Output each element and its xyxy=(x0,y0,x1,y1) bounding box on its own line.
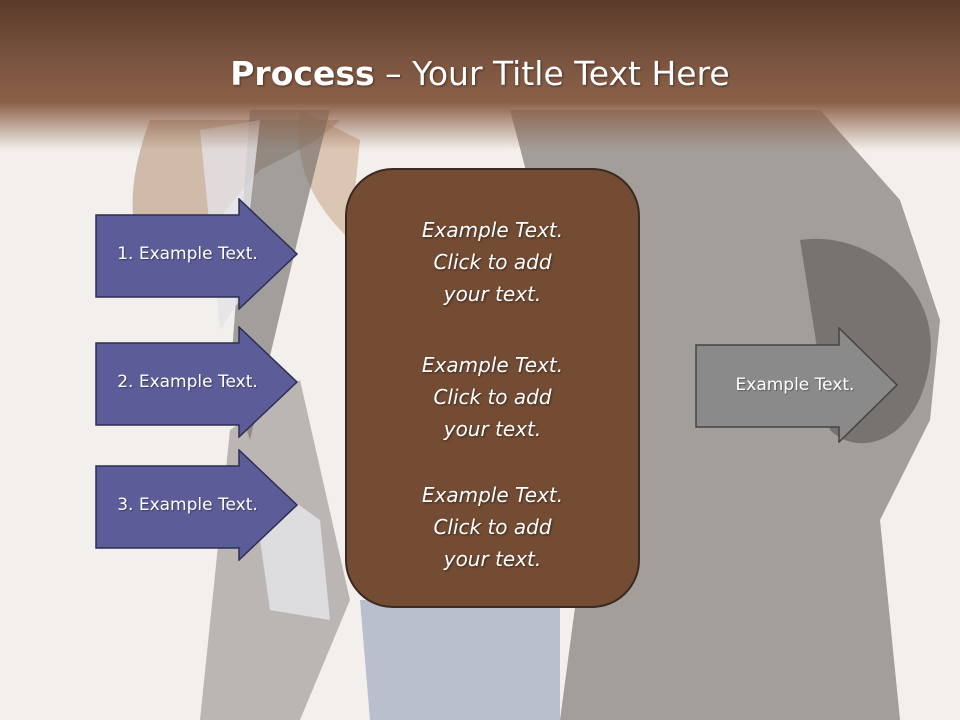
center-text-block-1: Example Text. Click to add your text. xyxy=(347,214,638,310)
left-arrow-3[interactable]: 3. Example Text. xyxy=(95,449,300,561)
left-arrow-1[interactable]: 1. Example Text. xyxy=(95,198,300,310)
center-text-block-3: Example Text. Click to add your text. xyxy=(347,479,638,575)
title-bold: Process xyxy=(230,54,375,93)
right-arrow[interactable]: Example Text. xyxy=(695,327,900,443)
block-line: Example Text. xyxy=(421,353,564,377)
center-box[interactable]: Example Text. Click to add your text. Ex… xyxy=(345,168,640,608)
block-line: your text. xyxy=(443,547,542,571)
center-text-block-2: Example Text. Click to add your text. xyxy=(347,349,638,445)
block-line: Click to add xyxy=(433,515,552,539)
arrow-shape-icon xyxy=(95,198,299,310)
right-arrow-label: Example Text. xyxy=(735,375,855,395)
slide-title: Process – Your Title Text Here xyxy=(0,52,960,96)
block-line: Click to add xyxy=(433,385,552,409)
block-line: Example Text. xyxy=(421,218,564,242)
arrow-shape-icon xyxy=(95,326,299,438)
title-rest: – Your Title Text Here xyxy=(374,54,730,93)
left-arrow-label: 3. Example Text. xyxy=(117,495,258,515)
left-arrow-2[interactable]: 2. Example Text. xyxy=(95,326,300,438)
left-arrow-label: 2. Example Text. xyxy=(117,372,258,392)
block-line: your text. xyxy=(443,417,542,441)
block-line: Example Text. xyxy=(421,483,564,507)
block-line: your text. xyxy=(443,282,542,306)
left-arrow-label: 1. Example Text. xyxy=(117,244,258,264)
arrow-shape-icon xyxy=(695,327,899,443)
arrow-shape-icon xyxy=(95,449,299,561)
block-line: Click to add xyxy=(433,250,552,274)
title-bar xyxy=(0,0,960,150)
